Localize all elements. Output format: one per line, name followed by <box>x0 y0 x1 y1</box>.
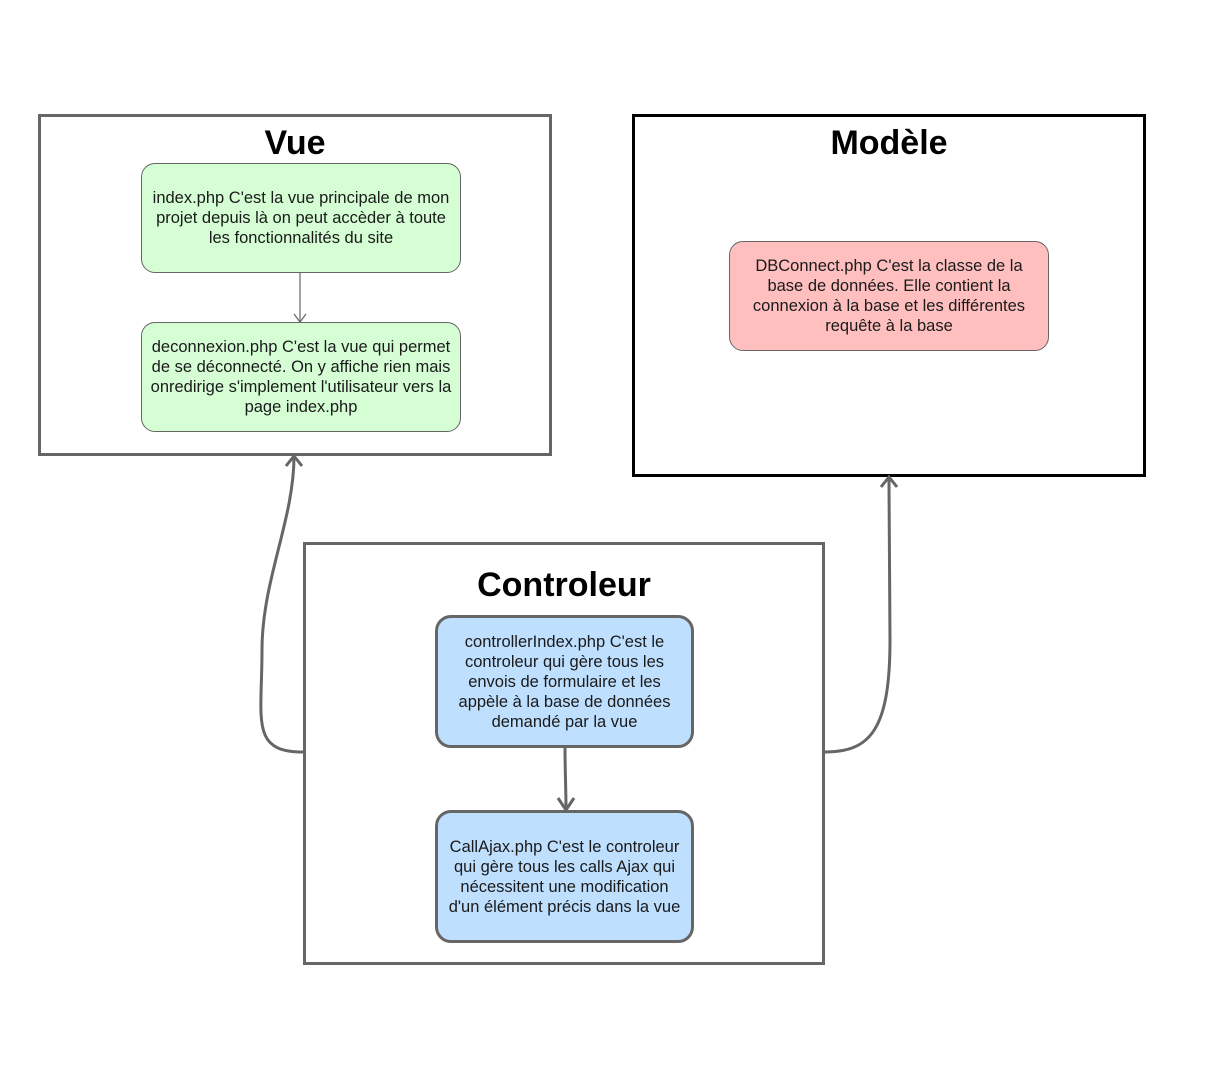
controleur-to-vue-arrow <box>259 453 304 754</box>
deconnexion-php-node: deconnexion.php C'est la vue qui permet … <box>141 322 461 432</box>
modele-title: Modèle <box>830 124 948 162</box>
callajax-php-node: CallAjax.php C'est le controleur qui gèr… <box>435 810 694 943</box>
vue-title: Vue <box>264 124 326 162</box>
index-php-node: index.php C'est la vue principale de mon… <box>141 163 461 273</box>
dbconnect-php-node: DBConnect.php C'est la classe de la base… <box>729 241 1049 351</box>
controleur-to-modele-arrow <box>824 474 899 754</box>
controllerindex-php-node: controllerIndex.php C'est le controleur … <box>435 615 694 748</box>
controleur-title: Controleur <box>477 566 651 604</box>
